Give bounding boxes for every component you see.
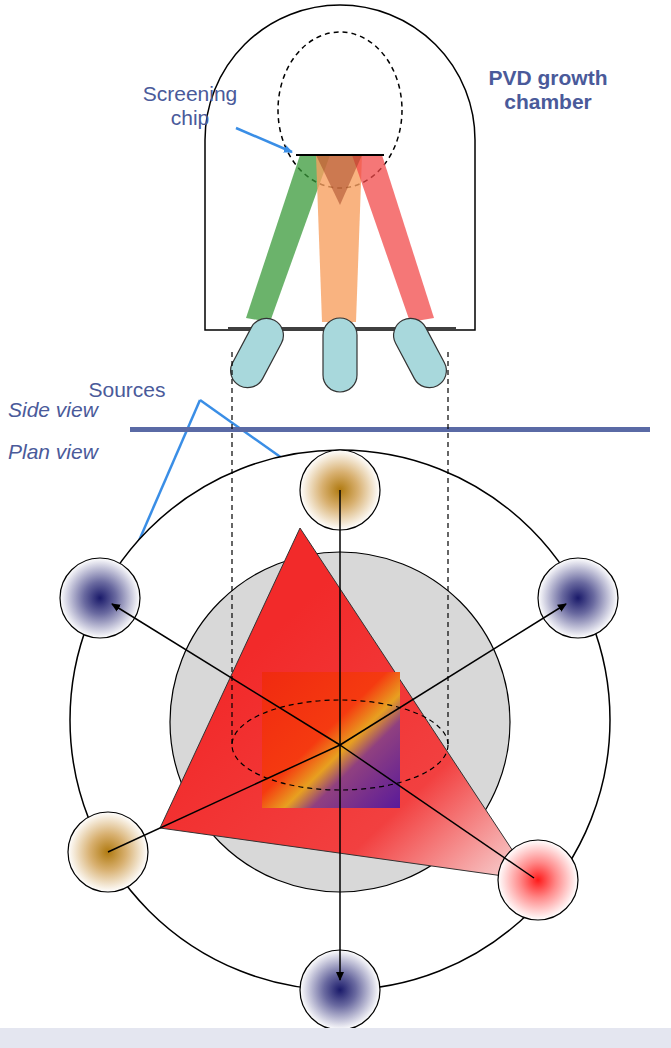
view-label: Plan view — [8, 440, 128, 464]
chamber-label: PVD growth chamber — [488, 66, 608, 114]
view-label: Side view — [8, 398, 128, 422]
callout-label: Screening chip — [140, 82, 240, 130]
